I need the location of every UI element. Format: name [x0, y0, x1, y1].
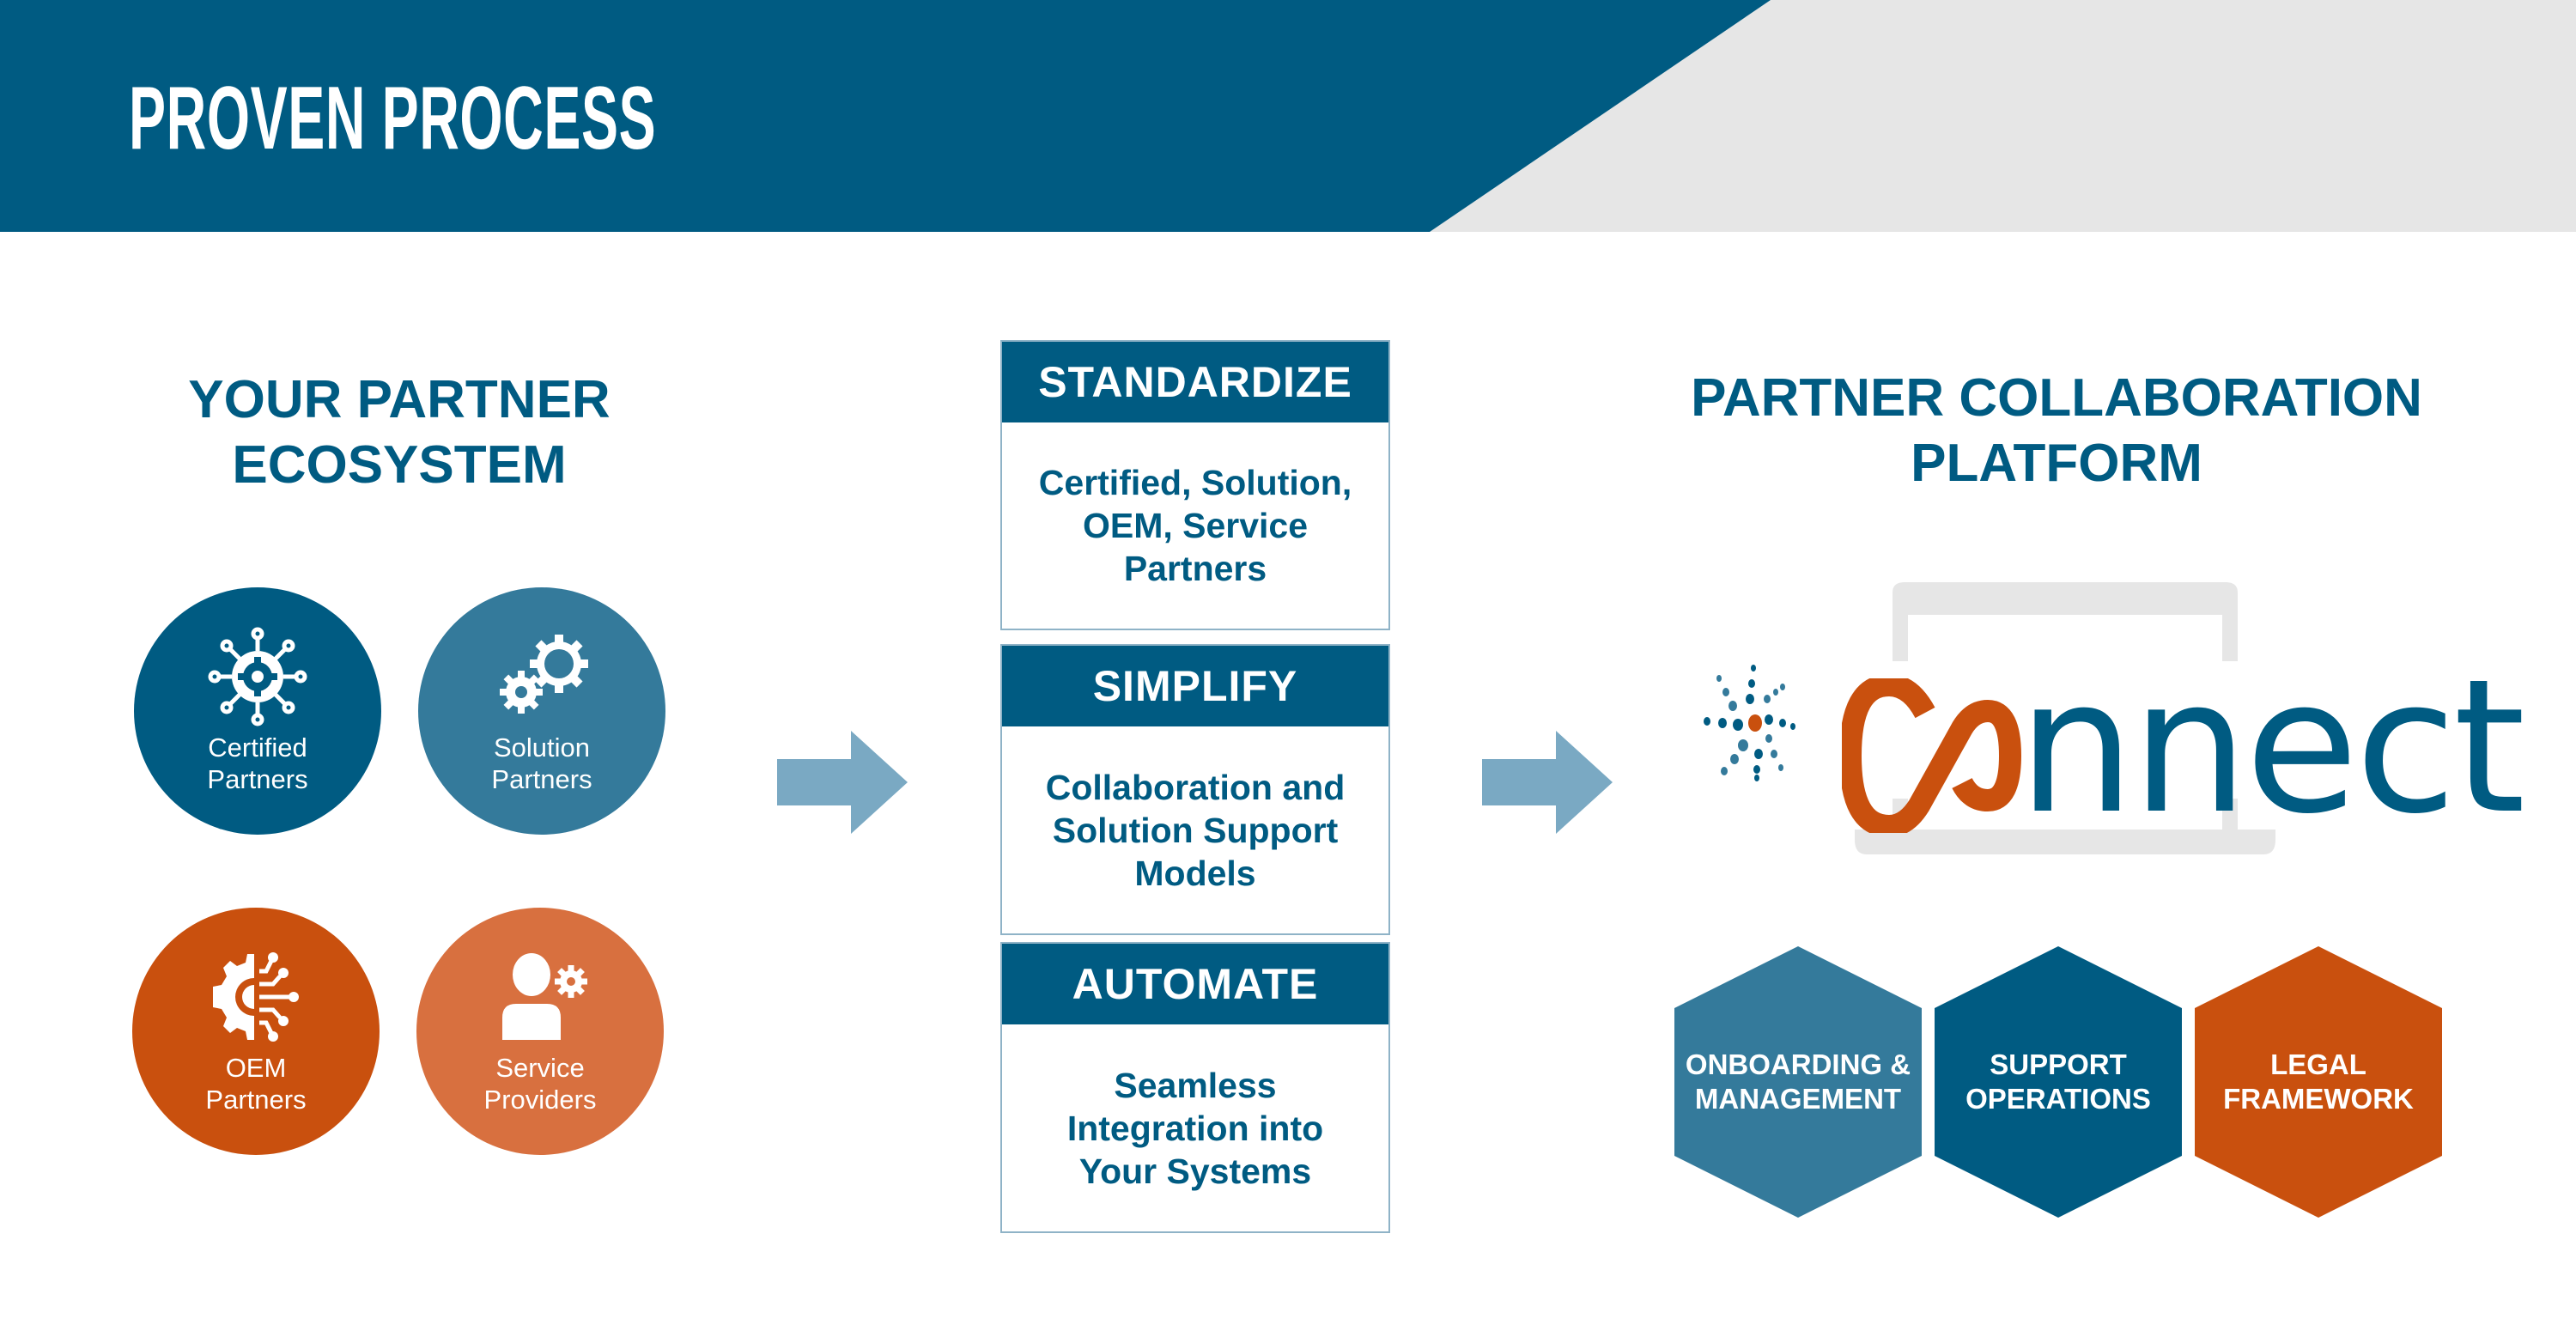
pillar-support-operations: SUPPORT OPERATIONS: [1935, 946, 2182, 1218]
banner-blue-area: [0, 0, 1771, 232]
partner-label-line1: OEM: [225, 1053, 287, 1083]
header-banner: [0, 0, 2576, 232]
partner-label: Certified Partners: [134, 732, 381, 795]
step-description-line: Models: [1134, 853, 1256, 893]
pillar-label: ONBOARDING & MANAGEMENT: [1674, 946, 1922, 1218]
pillar-label-line1: SUPPORT: [1990, 1048, 2127, 1080]
step-description-line: Partners: [1123, 549, 1267, 588]
step-description-line: Your Systems: [1078, 1151, 1312, 1191]
step-description-line: Collaboration and: [1045, 767, 1346, 807]
logo-wordmark: nnect: [2018, 639, 2525, 854]
partner-label-line2: Partners: [491, 764, 592, 794]
partner-label-line1: Service: [495, 1053, 585, 1083]
infinity-co-icon: [1842, 678, 2022, 833]
gear-circuit-icon: [213, 952, 299, 1042]
step-description-line: Seamless: [1114, 1065, 1277, 1105]
step-simplify: SIMPLIFY Collaboration and Solution Supp…: [1000, 644, 1390, 935]
partner-label: Solution Partners: [418, 732, 665, 795]
partner-label-line2: Partners: [207, 764, 308, 794]
pillar-legal-framework: LEGAL FRAMEWORK: [2195, 946, 2442, 1218]
arrow-right-icon: [1482, 731, 1613, 834]
pillar-onboarding: ONBOARDING & MANAGEMENT: [1674, 946, 1922, 1218]
laptop-icon: [1855, 582, 2275, 854]
step-title: STANDARDIZE: [1002, 342, 1388, 422]
step-description: Seamless Integration into Your Systems: [1002, 1024, 1388, 1231]
connect-logo: nnect: [1683, 575, 2525, 859]
step-title: AUTOMATE: [1002, 944, 1388, 1024]
partner-label: OEM Partners: [132, 1052, 380, 1115]
pillar-label-line2: FRAMEWORK: [2223, 1083, 2414, 1115]
step-automate: AUTOMATE Seamless Integration into Your …: [1000, 942, 1390, 1233]
platform-title-line2: PLATFORM: [1911, 434, 2202, 493]
pillar-label-line1: LEGAL: [2270, 1048, 2366, 1080]
platform-title: PARTNER COLLABORATION PLATFORM: [1631, 366, 2482, 496]
page-title: PROVEN PROCESS: [129, 69, 657, 168]
partner-label-line2: Partners: [205, 1085, 307, 1115]
partner-circle-solution: Solution Partners: [418, 587, 665, 835]
partner-circle-certified: Certified Partners: [134, 587, 381, 835]
pillar-label: SUPPORT OPERATIONS: [1935, 946, 2182, 1218]
step-description-line: OEM, Service: [1082, 506, 1309, 545]
step-description-line: Certified, Solution,: [1038, 463, 1352, 502]
ecosystem-title: YOUR PARTNER ECOSYSTEM: [112, 368, 687, 498]
step-description: Certified, Solution, OEM, Service Partne…: [1002, 422, 1388, 629]
ecosystem-title-line2: ECOSYSTEM: [232, 435, 567, 495]
step-description: Collaboration and Solution Support Model…: [1002, 726, 1388, 933]
user-gear-icon: [502, 953, 587, 1040]
arrow-right-icon: [777, 731, 908, 834]
partner-label-line2: Providers: [483, 1085, 597, 1115]
hexagon-shape: [1674, 946, 1922, 1218]
partner-circle-oem: OEM Partners: [132, 908, 380, 1155]
step-title: SIMPLIFY: [1002, 646, 1388, 726]
hexagon-shape: [2195, 946, 2442, 1218]
platform-title-line1: PARTNER COLLABORATION: [1691, 368, 2422, 428]
gears-icon: [500, 635, 588, 714]
partner-circle-service: Service Providers: [416, 908, 664, 1155]
pillar-label-line2: MANAGEMENT: [1694, 1083, 1902, 1115]
partner-label-line1: Solution: [493, 732, 591, 763]
step-description-line: Integration into: [1066, 1108, 1324, 1148]
starburst-dots-icon: [1704, 665, 1795, 781]
hexagon-shape: [1935, 946, 2182, 1218]
ecosystem-title-line1: YOUR PARTNER: [188, 370, 611, 429]
partner-label-line1: Certified: [208, 732, 307, 763]
pillar-label-line1: ONBOARDING &: [1685, 1048, 1911, 1080]
step-description-line: Solution Support: [1052, 810, 1339, 850]
pillar-label: LEGAL FRAMEWORK: [2195, 946, 2442, 1218]
step-standardize: STANDARDIZE Certified, Solution, OEM, Se…: [1000, 340, 1390, 630]
pillar-label-line2: OPERATIONS: [1965, 1083, 2151, 1115]
network-gear-icon: [208, 627, 307, 726]
partner-label: Service Providers: [416, 1052, 664, 1115]
